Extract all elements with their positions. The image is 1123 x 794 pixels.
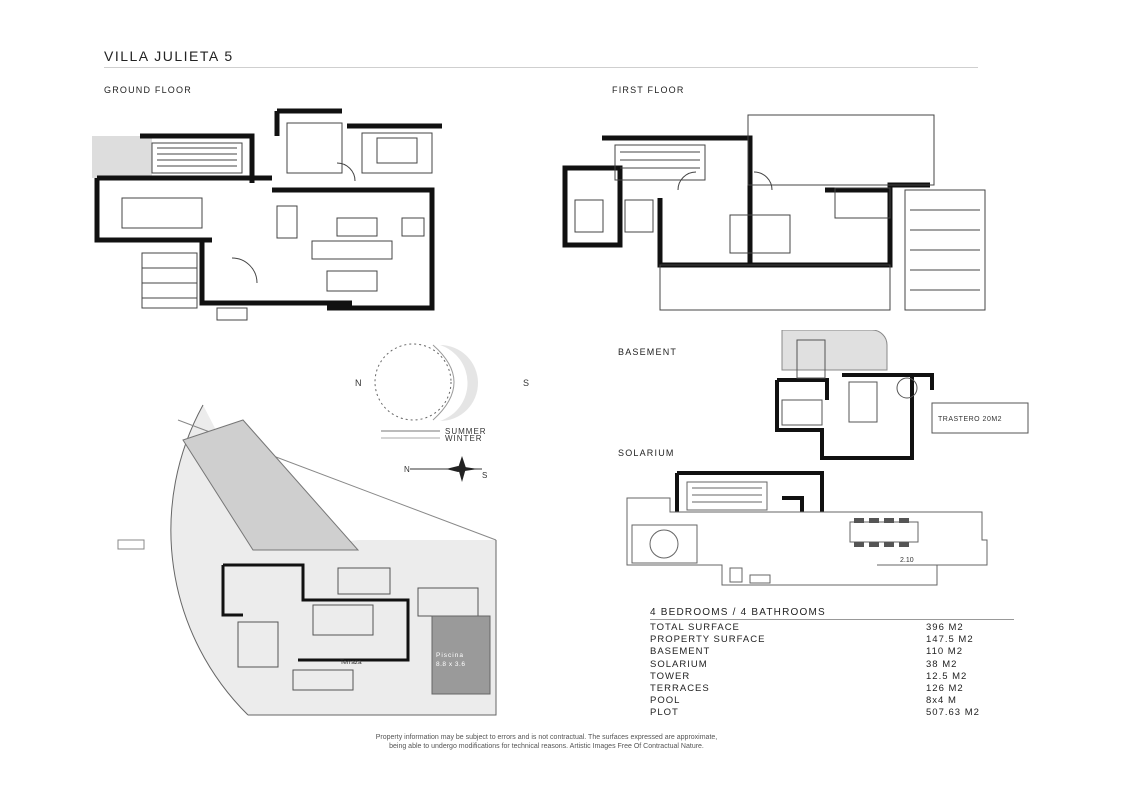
surface-row: TOWER 12.5 M2: [650, 671, 1016, 683]
surface-row: BASEMENT 110 M2: [650, 646, 1016, 658]
piscina-size-label: 8.8 x 3.6: [436, 661, 465, 668]
surface-value: 147.5 M2: [926, 634, 974, 646]
surface-row: TERRACES 126 M2: [650, 683, 1016, 695]
surface-table: TOTAL SURFACE 396 M2 PROPERTY SURFACE 147.5…: [650, 622, 1016, 720]
sun-north-label: N: [355, 378, 362, 388]
disclaimer: Property information may be subject to e…: [0, 733, 1093, 751]
surface-row: TOTAL SURFACE 396 M2: [650, 622, 1016, 634]
surface-label: POOL: [650, 695, 681, 707]
ground-floor-label: GROUND FLOOR: [104, 85, 192, 95]
solarium-label: SOLARIUM: [618, 448, 675, 458]
surface-label: TOTAL SURFACE: [650, 622, 740, 633]
trastero-label: TRASTERO 20M2: [938, 416, 1002, 423]
sun-south-label: S: [523, 378, 529, 388]
sun-path-diagram: N S SUMMER WINTER: [355, 343, 529, 443]
disclaimer-line-1: Property information may be subject to e…: [375, 734, 718, 741]
compass-north-label: N: [404, 465, 410, 474]
first-floor-label: FIRST FLOOR: [612, 85, 685, 95]
summer-legend: SUMMER: [445, 427, 487, 436]
surface-value: 507.63 M2: [926, 707, 980, 719]
terraza-label: Terraza: [340, 659, 362, 666]
summary-divider: [650, 619, 1014, 620]
surface-label: PLOT: [650, 707, 679, 719]
bedrooms-bathrooms-heading: 4 BEDROOMS / 4 BATHROOMS: [650, 607, 826, 618]
surface-label: TERRACES: [650, 683, 710, 695]
surface-label: BASEMENT: [650, 646, 711, 658]
surface-value: 126 M2: [926, 683, 964, 695]
surface-label: PROPERTY SURFACE: [650, 634, 766, 646]
surface-value: 8x4 M: [926, 695, 957, 707]
surface-label: TOWER: [650, 670, 691, 682]
surface-value: 12.5 M2: [926, 670, 968, 682]
surface-row: SOLARIUM 38 M2: [650, 659, 1016, 671]
pool-shape: [431, 615, 491, 695]
surface-value: 110 M2: [926, 646, 963, 658]
compass-south-label: S: [482, 471, 487, 480]
ground-floor-plan: [92, 108, 442, 321]
surface-value: 38 M2: [926, 658, 958, 670]
surface-label: SOLARIUM: [650, 658, 708, 670]
site-plan: Terraza Piscina 8.8 x 3.6: [117, 404, 497, 716]
basement-plan: TRASTERO 20M2: [775, 330, 1029, 460]
basement-label: BASEMENT: [618, 347, 678, 357]
solarium-dimension-label: 2.10: [900, 557, 914, 564]
ground-floor-terrace-hatch: [92, 136, 152, 178]
piscina-label: Piscina: [436, 652, 464, 659]
surface-row: POOL 8x4 M: [650, 695, 1016, 707]
title-divider: [104, 67, 978, 68]
surface-row: PROPERTY SURFACE 147.5 M2: [650, 634, 1016, 646]
winter-legend: WINTER: [445, 434, 483, 443]
first-floor-plan: [562, 114, 986, 311]
surface-value: 396 M2: [926, 622, 964, 633]
page-title: VILLA JULIETA 5: [104, 48, 234, 64]
disclaimer-line-2: being able to undergo modifications for …: [389, 743, 704, 750]
surface-row: PLOT 507.63 M2: [650, 707, 1016, 719]
solarium-plan: 2.10: [626, 471, 988, 586]
compass-rose: N S: [404, 456, 487, 482]
